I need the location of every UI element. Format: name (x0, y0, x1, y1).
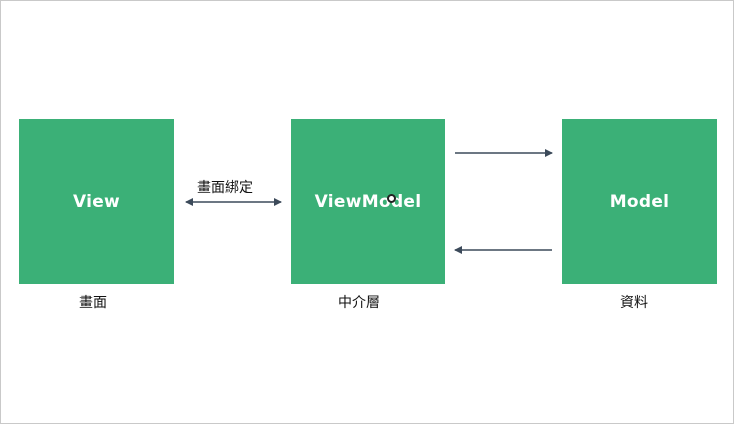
view-caption: 畫面 (79, 295, 107, 311)
pointer-cursor-icon (387, 194, 396, 203)
view-node-label: View (72, 191, 121, 212)
model-node-label: Model (609, 191, 670, 212)
data-binding-label: 畫面綁定 (197, 180, 253, 196)
view-node: View (19, 119, 174, 284)
viewmodel-node-label: ViewModel (314, 191, 422, 212)
model-caption: 資料 (620, 295, 648, 311)
viewmodel-caption: 中介層 (338, 295, 380, 311)
viewmodel-node: ViewModel (291, 119, 445, 284)
model-node: Model (562, 119, 717, 284)
